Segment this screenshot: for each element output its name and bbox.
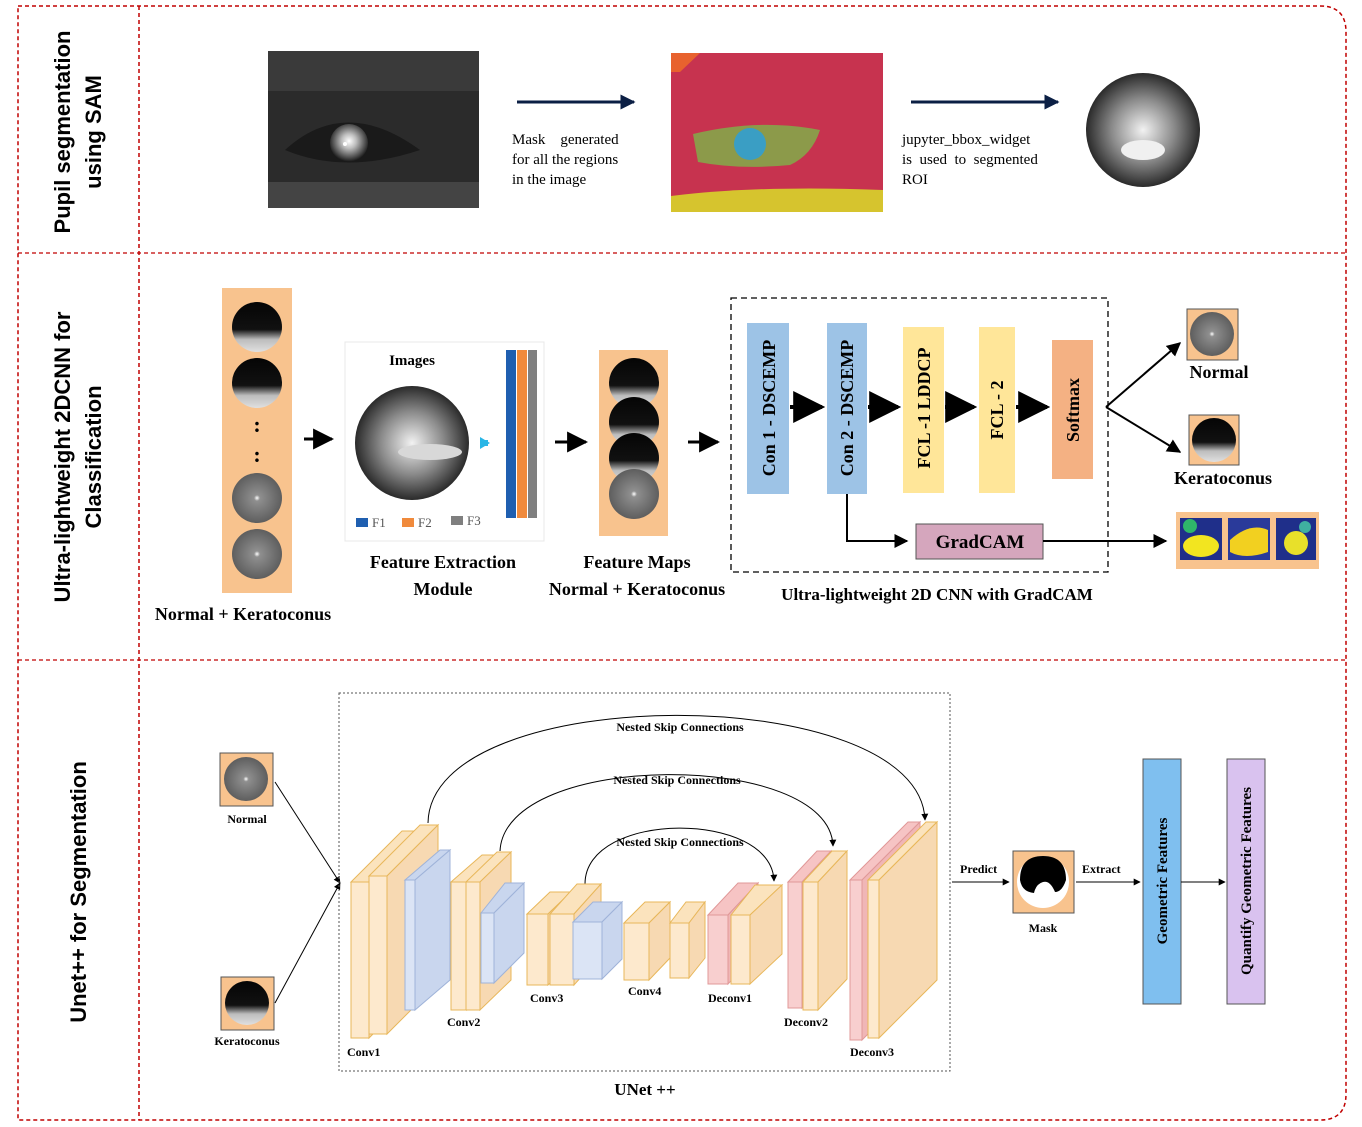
unet-input-keratoconus-label: Keratoconus — [214, 1034, 280, 1048]
section-label-unet: Unet++ for Segmentation — [66, 761, 91, 1023]
gradcam-heatmaps — [1176, 512, 1319, 569]
skip-label-inner: Nested Skip Connections — [616, 835, 744, 849]
section-label-sam-2: using SAM — [81, 75, 106, 189]
section-label-sam-1: Pupil segmentation — [50, 31, 75, 234]
block-deconv1 — [706, 881, 784, 986]
feature-extraction-panel — [344, 341, 545, 542]
block-label-deconv3: Deconv3 — [850, 1045, 894, 1059]
layer-softmax: Softmax — [1052, 340, 1093, 479]
quantify-box: Quantify Geometric Features — [1226, 758, 1266, 1005]
skip-arc-outer — [427, 714, 929, 824]
input-dots-1: : — [253, 412, 260, 437]
output-keratoconus-thumb — [1188, 414, 1240, 466]
block-conv1 — [349, 823, 452, 1040]
cnn-network-caption: Ultra-lightweight 2D CNN with GradCAM — [781, 585, 1093, 604]
cnn-dashed-box — [730, 297, 1109, 573]
unet-network-caption: UNet ++ — [614, 1080, 675, 1099]
feature-maps-strip — [599, 350, 668, 536]
input-caption: Normal + Keratoconus — [155, 604, 331, 624]
layer-con1-label: Con 1 - DSCEMP — [759, 340, 779, 477]
predict-label: Predict — [960, 862, 997, 876]
legend-f3: F3 — [467, 513, 481, 528]
unet-input-keratoconus — [220, 976, 275, 1031]
section-label-cnn-1: Ultra-lightweight 2DCNN for — [50, 311, 75, 602]
layer-fcl1-label: FCL -1 LDDCP — [914, 347, 934, 468]
geometric-features-label: Geometric Features — [1155, 817, 1171, 944]
layer-con1: Con 1 - DSCEMP — [747, 323, 789, 494]
block-deconv2 — [786, 849, 849, 1012]
block-label-conv1: Conv1 — [347, 1045, 380, 1059]
skip-arc-inner — [584, 827, 778, 885]
output-arrow-keratoconus — [1105, 406, 1182, 453]
output-keratoconus-label: Keratoconus — [1174, 468, 1272, 488]
block-label-conv2: Conv2 — [447, 1015, 480, 1029]
legend-f2: F2 — [418, 515, 432, 530]
input-image-strip — [222, 288, 292, 593]
sam-mask-image — [671, 53, 883, 212]
block-label-conv4: Conv4 — [628, 984, 661, 998]
segmented-roi-image — [1086, 73, 1200, 187]
eye-photo — [268, 51, 479, 208]
feature-maps-caption-2: Normal + Keratoconus — [549, 579, 725, 599]
widget-text-2: is used to segmented — [902, 152, 1038, 168]
layer-con2: Con 2 - DSCEMP — [827, 323, 867, 494]
layer-fcl1: FCL -1 LDDCP — [903, 327, 944, 493]
images-label: Images — [389, 353, 435, 369]
input-dots-2: : — [253, 442, 260, 467]
block-deconv3 — [848, 820, 939, 1042]
output-normal-label: Normal — [1190, 362, 1249, 382]
block-conv4 — [622, 900, 707, 982]
mask-text-3: in the image — [512, 172, 586, 188]
feature-module-caption-2: Module — [413, 579, 472, 599]
mask-text-2: for all the regions — [512, 152, 618, 168]
extract-label: Extract — [1082, 862, 1121, 876]
block-conv2 — [449, 850, 526, 1012]
unet-input-normal — [219, 752, 274, 807]
layer-softmax-label: Softmax — [1063, 378, 1083, 442]
widget-text-3: ROI — [902, 172, 928, 188]
block-conv3 — [525, 882, 624, 987]
feature-module-caption-1: Feature Extraction — [370, 552, 516, 572]
layer-fcl2: FCL - 2 — [979, 327, 1015, 493]
output-arrow-normal — [1105, 342, 1182, 408]
block-label-conv3: Conv3 — [530, 991, 563, 1005]
quantify-label: Quantify Geometric Features — [1239, 787, 1255, 975]
mask-label: Mask — [1029, 921, 1058, 935]
skip-label-middle: Nested Skip Connections — [613, 773, 741, 787]
unet-input-normal-label: Normal — [227, 812, 267, 826]
output-normal-thumb — [1186, 308, 1239, 361]
layer-fcl2-label: FCL - 2 — [987, 380, 1007, 439]
gradcam-branch — [846, 494, 909, 548]
mask-thumb — [1012, 850, 1075, 914]
feature-maps-caption-1: Feature Maps — [583, 552, 690, 572]
legend-f1: F1 — [372, 515, 386, 530]
block-label-deconv1: Deconv1 — [708, 991, 752, 1005]
gradcam-box: GradCAM — [915, 523, 1044, 560]
unet-in-arrow-2 — [274, 882, 341, 1004]
skip-arc-middle — [499, 774, 837, 852]
block-label-deconv2: Deconv2 — [784, 1015, 828, 1029]
skip-label-outer: Nested Skip Connections — [616, 720, 744, 734]
unet-dotted-box — [338, 692, 951, 1072]
gradcam-label: GradCAM — [936, 532, 1025, 553]
unet-in-arrow-1 — [274, 781, 341, 884]
mask-text-1: Mask generated — [512, 132, 619, 148]
widget-text-1: jupyter_bbox_widget — [901, 132, 1031, 148]
layer-con2-label: Con 2 - DSCEMP — [837, 340, 857, 477]
section-label-cnn-2: Classification — [81, 385, 106, 528]
geometric-features-box: Geometric Features — [1142, 758, 1182, 1005]
